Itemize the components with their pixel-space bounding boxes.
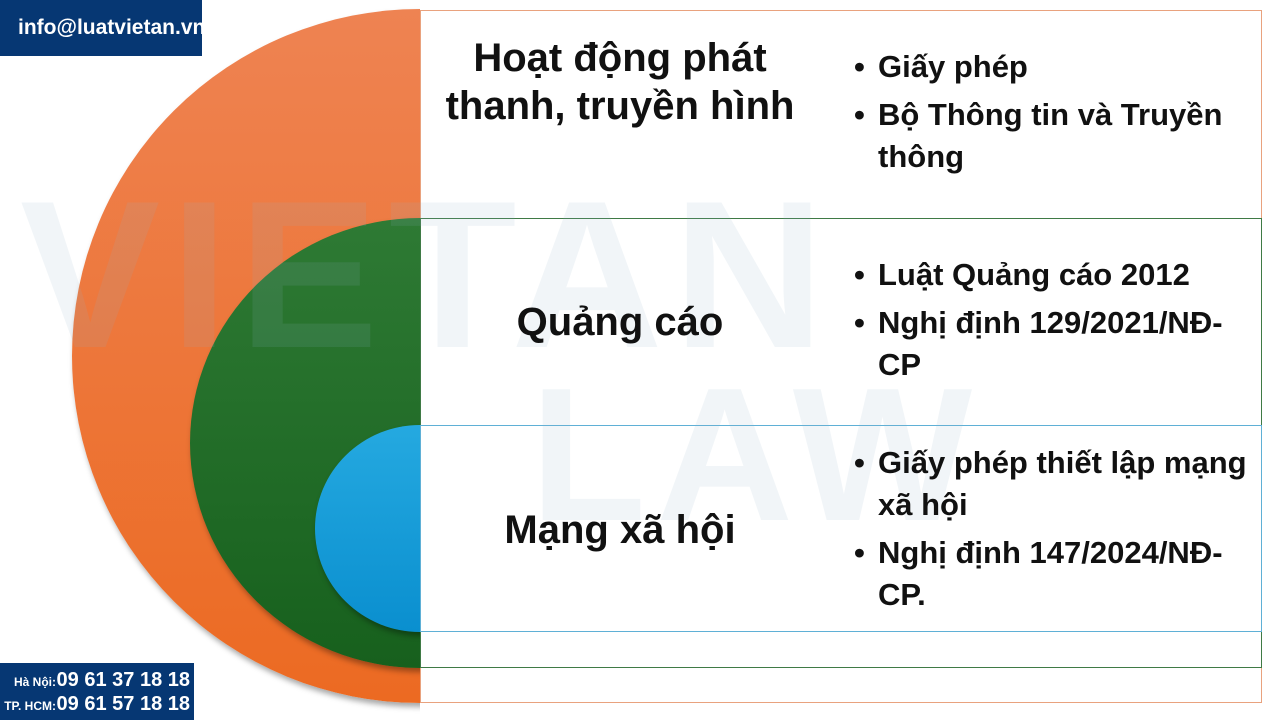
broadcasting-list: Giấy phép Bộ Thông tin và Truyền thông: [852, 46, 1252, 184]
email-link[interactable]: info@luatvietan.vn: [18, 16, 206, 39]
list-item: Nghị định 147/2024/NĐ-CP.: [852, 532, 1252, 616]
layer-title-social-network: Mạng xã hội: [504, 508, 736, 552]
email-badge: info@luatvietan.vn: [0, 0, 206, 56]
list-item: Luật Quảng cáo 2012: [852, 254, 1252, 296]
list-item: Nghị định 129/2021/NĐ-CP: [852, 302, 1252, 386]
phone-label: TP. HCM:: [4, 699, 56, 713]
circles-clip: [0, 0, 420, 720]
phone-badge: Hà Nội: 09 61 37 18 18 TP. HCM: 09 61 57…: [0, 663, 194, 720]
advertising-list: Luật Quảng cáo 2012 Nghị định 129/2021/N…: [852, 254, 1252, 392]
list-item: Bộ Thông tin và Truyền thông: [852, 94, 1252, 178]
inner-layer-box: [420, 425, 1262, 632]
layer-title-broadcasting: Hoạt động phát thanh, truyền hình: [445, 36, 795, 128]
phone-number[interactable]: 09 61 37 18 18: [56, 669, 190, 691]
list-item: Giấy phép: [852, 46, 1252, 88]
phone-number[interactable]: 09 61 57 18 18: [56, 693, 190, 715]
social-network-list: Giấy phép thiết lập mạng xã hội Nghị địn…: [852, 442, 1252, 622]
watermark-line1: VIETAN: [20, 157, 835, 392]
list-item: Giấy phép thiết lập mạng xã hội: [852, 442, 1252, 526]
layer-title-advertising: Quảng cáo: [516, 300, 724, 344]
phone-label: Hà Nội:: [14, 675, 56, 689]
